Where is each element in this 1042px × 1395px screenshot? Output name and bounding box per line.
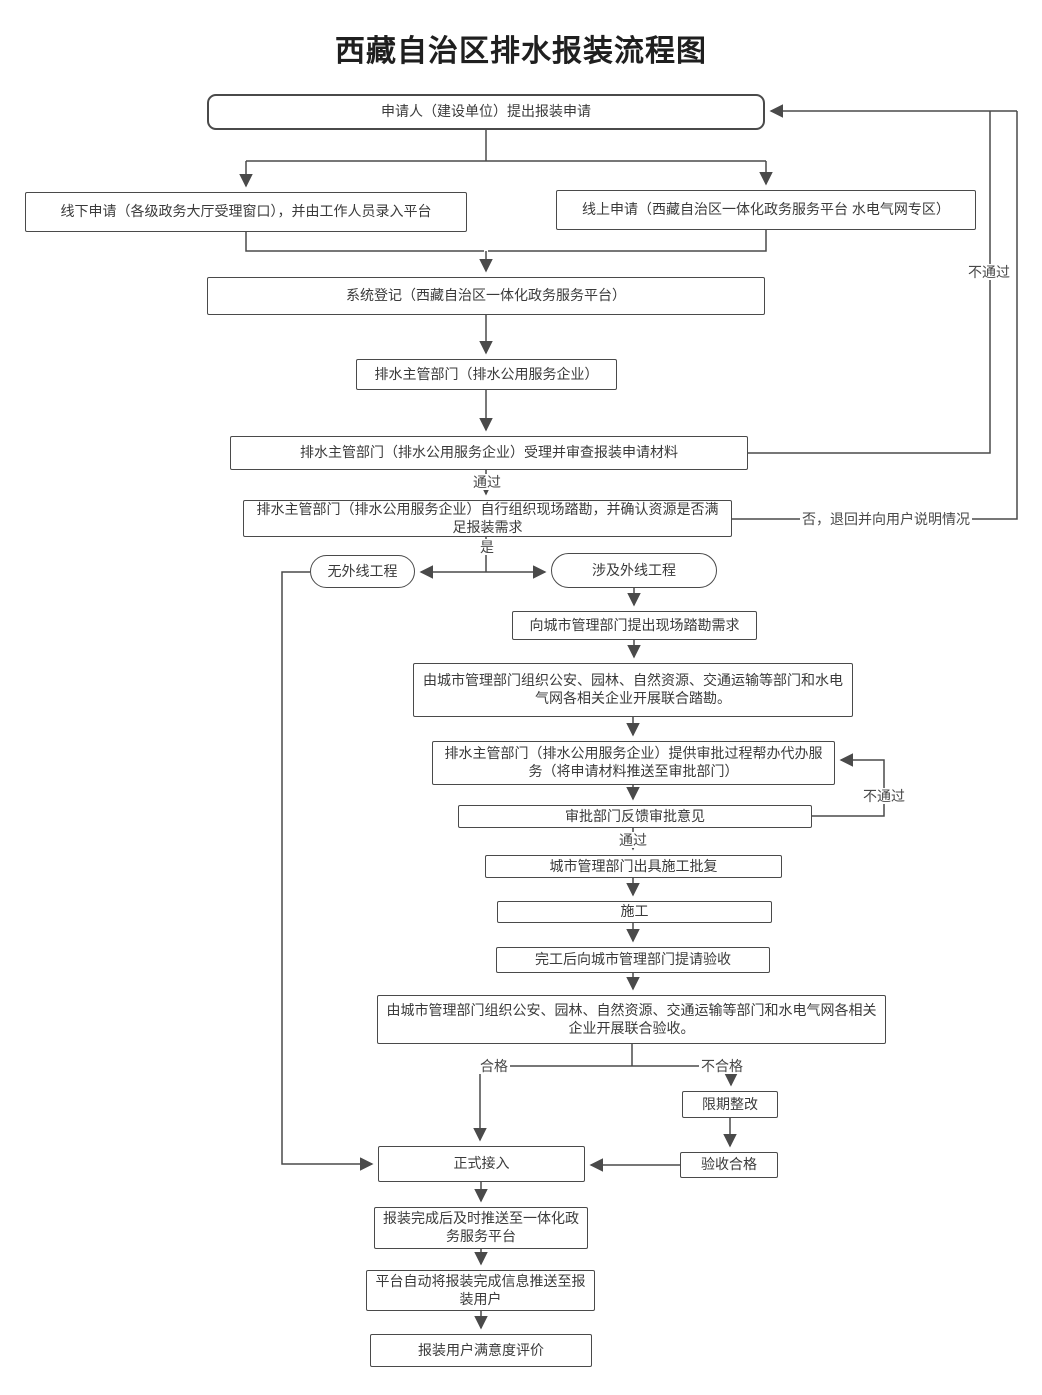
node-rectify-label: 限期整改 — [702, 1095, 758, 1112]
node-review-materials: 排水主管部门（排水公用服务企业）受理并审查报装申请材料 — [230, 436, 748, 470]
node-online-apply: 线上申请（西藏自治区一体化政务服务平台 水电气网专区） — [556, 190, 976, 230]
node-satisfaction-evaluation-label: 报装用户满意度评价 — [418, 1341, 544, 1358]
node-joint-acceptance-label: 由城市管理部门组织公安、园林、自然资源、交通运输等部门和水电气网各相关企业开展联… — [386, 1001, 877, 1036]
node-site-survey: 排水主管部门（排水公用服务企业）自行组织现场踏勘，并确认资源是否满足报装需求 — [243, 500, 732, 537]
page-title: 西藏自治区排水报装流程图 — [335, 35, 707, 68]
node-city-survey-request-label: 向城市管理部门提出现场踏勘需求 — [529, 616, 740, 633]
node-notify-user: 平台自动将报装完成信息推送至报装用户 — [366, 1270, 595, 1311]
node-construction-approval: 城市管理部门出具施工批复 — [485, 855, 782, 878]
edge-label-unqualified: 不合格 — [699, 1058, 745, 1074]
edge-label-not-pass-approval: 不通过 — [861, 788, 907, 804]
node-review-materials-label: 排水主管部门（排水公用服务企业）受理并审查报装申请材料 — [300, 444, 678, 461]
edge-label-pass-approval: 通过 — [617, 832, 649, 848]
node-acceptance-pass: 验收合格 — [680, 1152, 778, 1178]
edge-noexternal-connect — [281, 571, 374, 1171]
edge-label-yes: 是 — [478, 539, 496, 555]
node-push-platform: 报装完成后及时推送至一体化政务服务平台 — [374, 1207, 588, 1249]
node-site-survey-label: 排水主管部门（排水公用服务企业）自行组织现场踏勘，并确认资源是否满足报装需求 — [256, 500, 719, 535]
edge-survey-reject-return — [732, 111, 1018, 520]
node-construction-label: 施工 — [620, 903, 649, 920]
node-acceptance-pass-label: 验收合格 — [701, 1156, 757, 1173]
node-satisfaction-evaluation: 报装用户满意度评价 — [370, 1334, 592, 1367]
node-approval-assist-label: 排水主管部门（排水公用服务企业）提供审批过程帮办代办服务（将申请材料推送至审批部… — [444, 745, 823, 779]
node-acceptance-request-label: 完工后向城市管理部门提请验收 — [535, 951, 731, 968]
node-formal-connect-label: 正式接入 — [453, 1155, 510, 1172]
node-rectify: 限期整改 — [682, 1091, 778, 1118]
edge-label-reject-return: 否，退回并向用户说明情况 — [800, 511, 972, 527]
node-approval-assist: 排水主管部门（排水公用服务企业）提供审批过程帮办代办服务（将申请材料推送至审批部… — [432, 741, 835, 785]
node-approval-feedback: 审批部门反馈审批意见 — [458, 805, 812, 828]
node-offline-apply-label: 线下申请（各级政务大厅受理窗口），并由工作人员录入平台 — [60, 203, 432, 220]
node-external-project: 涉及外线工程 — [551, 553, 717, 588]
edge-label-qualified: 合格 — [478, 1058, 510, 1074]
node-drainage-dept-label: 排水主管部门（排水公用服务企业） — [374, 365, 599, 382]
node-construction-approval-label: 城市管理部门出具施工批复 — [549, 857, 718, 874]
node-construction: 施工 — [497, 901, 772, 923]
node-approval-feedback-label: 审批部门反馈审批意见 — [565, 807, 705, 824]
edge-online-merge — [488, 230, 767, 252]
node-push-platform-label: 报装完成后及时推送至一体化政务服务平台 — [383, 1210, 579, 1244]
node-city-survey-request: 向城市管理部门提出现场踏勘需求 — [512, 611, 757, 640]
edge-label-pass-review: 通过 — [471, 474, 503, 490]
node-drainage-dept: 排水主管部门（排水公用服务企业） — [356, 359, 617, 390]
node-joint-survey: 由城市管理部门组织公安、园林、自然资源、交通运输等部门和水电气网各相关企业开展联… — [413, 663, 853, 717]
node-system-register: 系统登记（西藏自治区一体化政务服务平台） — [207, 277, 765, 315]
edge-offline-merge — [245, 232, 484, 252]
node-apply: 申请人（建设单位）提出报装申请 — [207, 94, 765, 130]
node-notify-user-label: 平台自动将报装完成信息推送至报装用户 — [375, 1272, 586, 1307]
node-joint-acceptance: 由城市管理部门组织公安、园林、自然资源、交通运输等部门和水电气网各相关企业开展联… — [377, 995, 886, 1044]
node-acceptance-request: 完工后向城市管理部门提请验收 — [496, 947, 770, 973]
node-apply-label: 申请人（建设单位）提出报装申请 — [381, 103, 591, 120]
node-no-external-project-label: 无外线工程 — [327, 562, 398, 579]
edge-review-notpass-return — [748, 111, 991, 454]
node-system-register-label: 系统登记（西藏自治区一体化政务服务平台） — [346, 287, 626, 304]
node-online-apply-label: 线上申请（西藏自治区一体化政务服务平台 水电气网专区） — [582, 201, 950, 218]
node-offline-apply: 线下申请（各级政务大厅受理窗口），并由工作人员录入平台 — [25, 192, 467, 232]
node-no-external-project: 无外线工程 — [310, 555, 415, 588]
node-joint-survey-label: 由城市管理部门组织公安、园林、自然资源、交通运输等部门和水电气网各相关企业开展联… — [423, 672, 843, 706]
node-external-project-label: 涉及外线工程 — [592, 561, 676, 578]
edge-label-not-pass-review: 不通过 — [966, 264, 1012, 280]
node-formal-connect: 正式接入 — [378, 1146, 585, 1182]
